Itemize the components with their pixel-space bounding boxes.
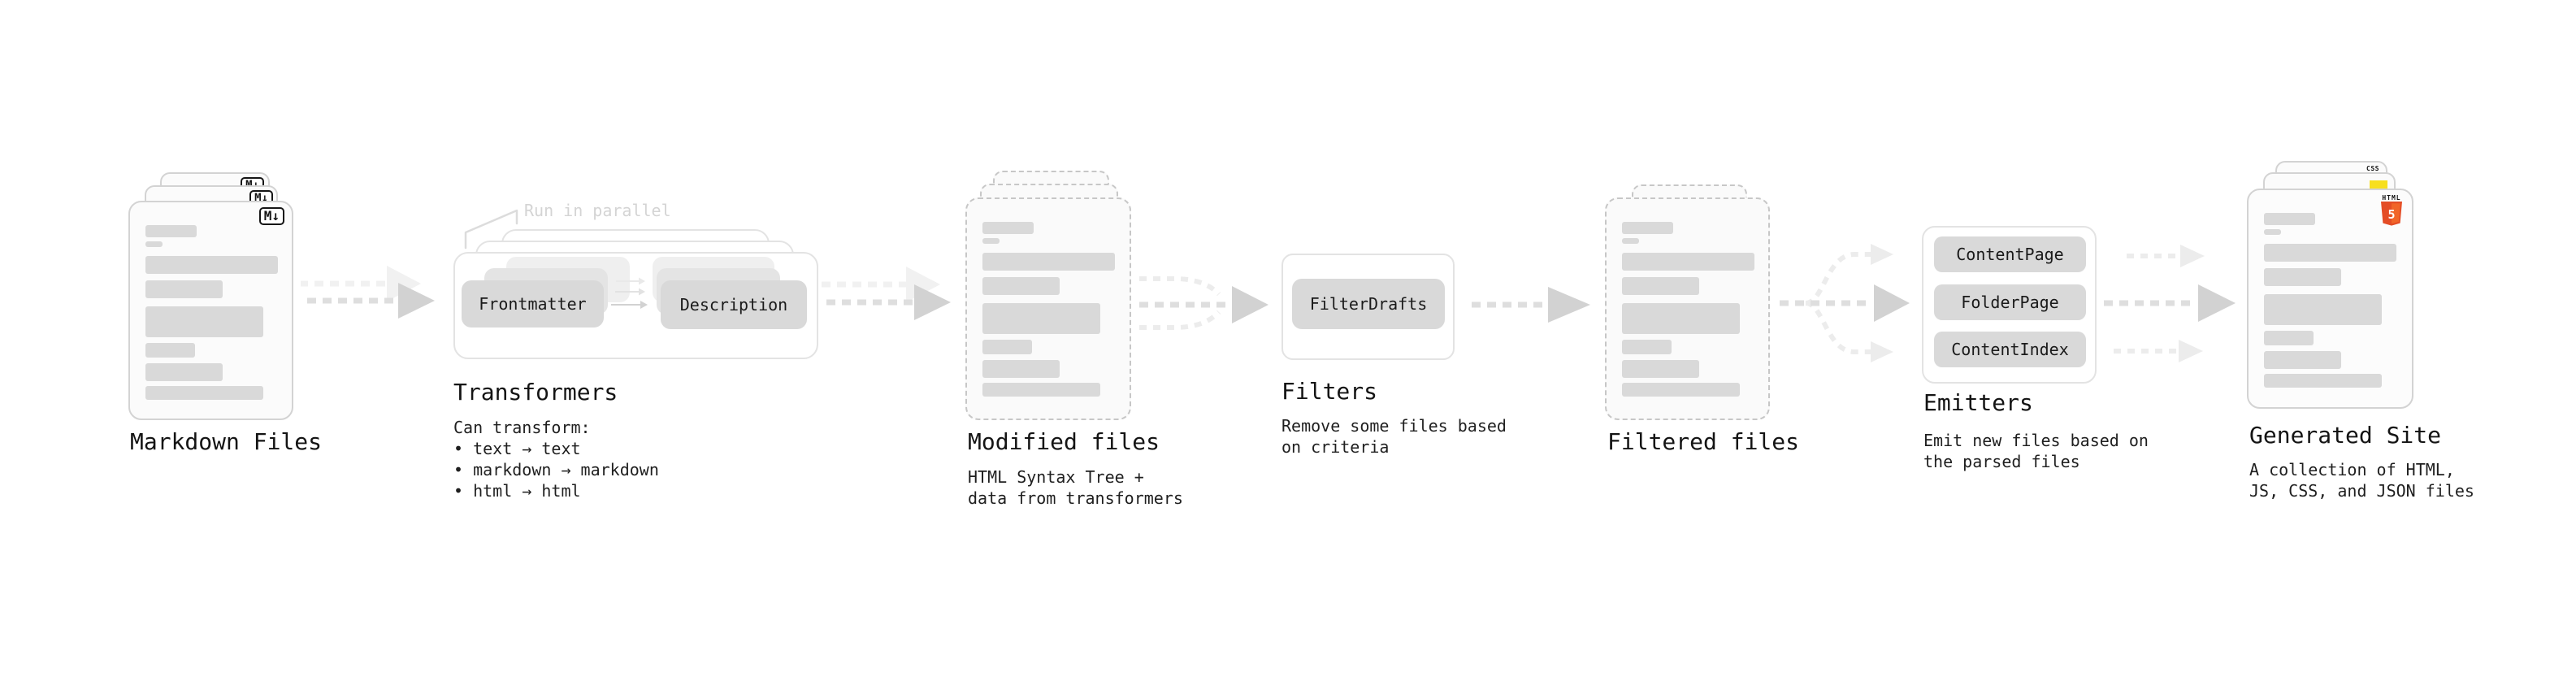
arrow-filters-to-filtered [1472,287,1590,323]
stage-desc-modified-files: HTML Syntax Tree + data from transformer… [968,467,1183,508]
markdown-file-card: M↓ [128,201,293,420]
annotation-pointer-line [464,209,518,249]
html-file-card: HTML 5 [2247,189,2413,409]
file-content-placeholder [1622,199,1759,397]
filtered-file-card [1605,197,1770,420]
svg-text:5: 5 [2387,207,2395,222]
file-content-placeholder [145,202,282,400]
arrow-filtered-to-emitters [1780,244,1910,362]
filter-box-filterdrafts: FilterDrafts [1292,279,1445,329]
stage-title-transformers: Transformers [453,379,618,406]
mini-arrows-frontmatter-to-description [611,277,648,309]
stage-title-emitters: Emitters [1923,389,2033,416]
stage-title-filtered-files: Filtered files [1607,428,1800,455]
stage-title-markdown-files: Markdown Files [130,428,323,455]
javascript-icon [2370,180,2387,189]
stage-title-filters: Filters [1281,378,1378,405]
emitter-box-contentpage: ContentPage [1934,236,2086,272]
arrow-emitters-to-generated [2104,245,2236,362]
file-content-placeholder [982,199,1120,397]
markdown-icon: M↓ [258,207,284,225]
stage-desc-generated-site: A collection of HTML, JS, CSS, and JSON … [2249,460,2474,501]
stage-title-generated-site: Generated Site [2249,422,2442,449]
stage-desc-transformers: Can transform: • text → text • markdown … [453,418,659,501]
arrow-markdown-to-transformers [301,266,435,319]
stage-desc-filters: Remove some files based on criteria [1281,416,1507,457]
stage-desc-emitters: Emit new files based on the parsed files [1923,431,2149,471]
transformer-box-frontmatter: Frontmatter [462,280,604,327]
html5-shield: 5 [2381,202,2402,226]
emitter-box-contentindex: ContentIndex [1934,332,2086,367]
html5-icon: HTML 5 [2380,194,2403,226]
annotation-run-in-parallel: Run in parallel [524,201,671,220]
stage-title-modified-files: Modified files [968,428,1160,455]
file-content-placeholder [2264,190,2402,388]
arrow-transformers-to-modified [822,267,951,320]
arrow-modified-to-filters [1139,276,1268,330]
transformer-box-description: Description [661,280,807,329]
emitter-box-folderpage: FolderPage [1934,284,2086,320]
modified-file-card [965,197,1131,420]
